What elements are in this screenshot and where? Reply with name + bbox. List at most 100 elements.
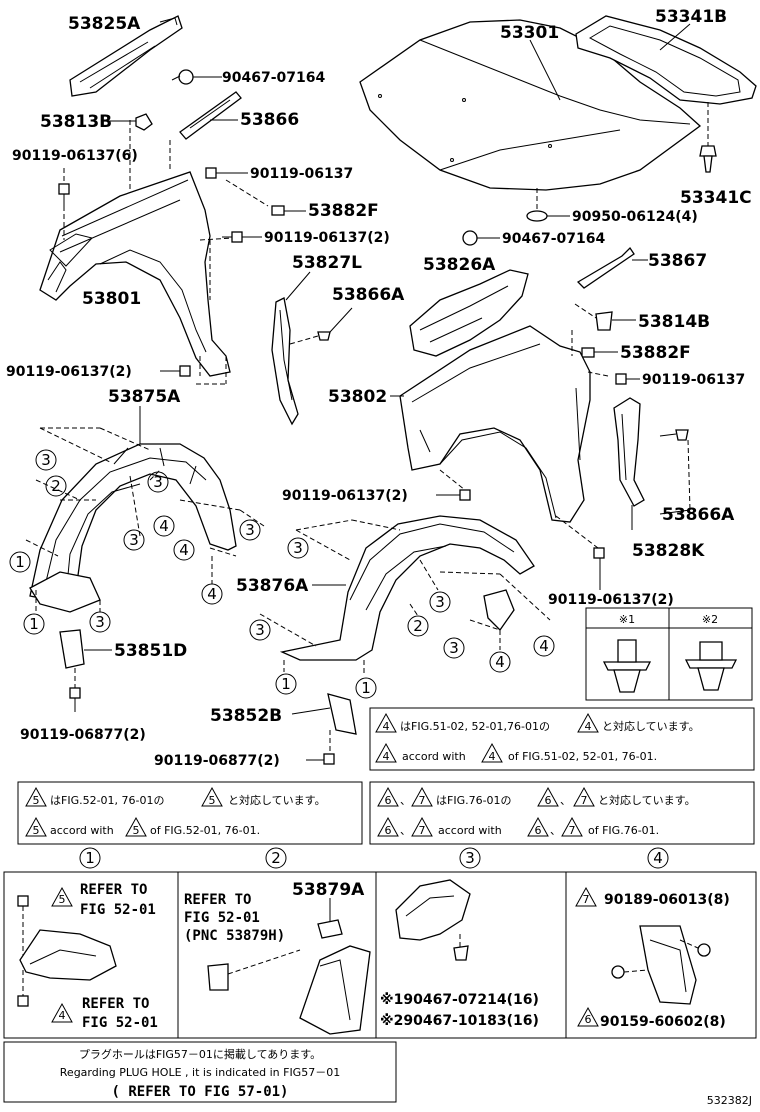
fender-53802-drawing [399,325,591,523]
label-90119-06877-2a: 90119-06877(2) [20,727,146,743]
detail2-refer: REFER TO [184,892,251,908]
svg-text:5: 5 [59,893,66,906]
svg-text:4: 4 [489,750,496,763]
label-53825A: 53825A [68,14,141,34]
callout-4: 4 [539,637,549,655]
clip-legend-h1: ※1 [619,613,635,626]
svg-text:7: 7 [581,794,588,807]
clip-53814B-icon [595,311,613,331]
pad-53882F-b-icon [581,347,595,358]
callout-4: 4 [207,585,217,603]
note67-jp-b: と対応しています。 [598,793,696,807]
label-90119-06137-b: 90119-06137 [642,372,745,388]
svg-text:6: 6 [385,824,392,837]
note-box-4: 4 はFIG.51-02, 52-01,76-01の 4 と対応しています。 4… [369,707,755,771]
hood-53301-drawing [359,19,702,191]
cover-53852B-icon [327,693,357,735]
svg-text:7: 7 [569,824,576,837]
callout-3: 3 [245,521,255,539]
bracket-53828K-drawing [613,397,645,507]
svg-text:4: 4 [383,720,390,733]
svg-text:6: 6 [535,824,542,837]
note4-jp-a: はFIG.51-02, 52-01,76-01の [400,720,550,733]
callout-1: 1 [361,679,371,697]
label-53802: 53802 [328,387,387,407]
note-box-67: 6 、 7 はFIG.76-01の 6 、 7 と対応しています。 6 、 7 … [369,781,755,845]
plug-ref: ( REFER TO FIG 57-01) [111,1084,288,1100]
svg-text:4: 4 [585,720,592,733]
label-90467-07164-top: 90467-07164 [222,70,325,86]
detail-1: 5 REFER TO FIG 52-01 4 REFER TO FIG 52-0… [17,882,158,1031]
label-53814B: 53814B [638,312,710,332]
label-53882F-b: 53882F [620,343,691,363]
label-90119-06137-6: 90119-06137(6) [12,148,138,164]
detail-2: REFER TO FIG 52-01 (PNC 53879H) 53879A [184,880,371,1035]
svg-text:1: 1 [85,849,95,867]
bolt-90119-06137-b-icon [615,373,627,385]
label-53875A: 53875A [108,387,181,407]
svg-text:、: 、 [400,824,411,837]
detail-4: 7 90189-06013(8) 6 90159-60602(8) [575,886,730,1030]
label-53813B: 53813B [40,112,112,132]
svg-text:6: 6 [545,794,552,807]
bolt-90119-06137-2b-icon [179,365,191,377]
pad-53882F-a-icon [271,205,285,216]
callout-3: 3 [95,613,105,631]
label-53341C: 53341C [680,188,752,208]
plug-jp: プラグホールはFIG57－01に掲載してあります。 [79,1047,321,1061]
label-90467-07164-mid: 90467-07164 [502,231,605,247]
detail-frame [3,871,757,1039]
strip-53867-icon [576,246,635,289]
svg-text:5: 5 [133,824,140,837]
note67-en-b: of FIG.76-01. [588,824,659,837]
bolt-90119-06137-2a-icon [222,231,243,243]
callout-1: 1 [281,675,291,693]
note67-jp-a: はFIG.76-01の [436,794,512,807]
label-53866A-b: 53866A [662,505,735,525]
svg-text:4: 4 [59,1009,66,1022]
figure-id: 532382J [707,1094,752,1107]
clip-type-2-icon [684,641,738,691]
label-53341B: 53341B [655,7,727,27]
clip-53813B-icon [135,113,153,131]
svg-text:6: 6 [585,1013,592,1026]
detail2-fig: FIG 52-01 [184,910,260,926]
detail3-part-2: ※290467-10183(16) [380,1013,539,1029]
label-90119-06137-2a: 90119-06137(2) [264,230,390,246]
label-90119-06137-2b: 90119-06137(2) [6,364,132,380]
plug-en: Regarding PLUG HOLE , it is indicated in… [60,1066,340,1079]
label-53866A-a: 53866A [332,285,405,305]
detail1-fig-a: FIG 52-01 [80,902,156,918]
svg-text:7: 7 [583,893,590,906]
callout-4: 4 [495,653,505,671]
plug-90950-icon [526,210,548,222]
label-53866: 53866 [240,110,299,130]
label-90950-06124-4: 90950-06124(4) [572,209,698,225]
note-box-5: 5 はFIG.52-01, 76-01の 5 と対応しています。 5 accor… [17,781,363,845]
callout-3: 3 [41,451,51,469]
fender-53801-drawing [39,171,231,377]
bolt-90119-06137-2d-icon [593,547,605,559]
svg-text:6: 6 [385,794,392,807]
bracket-53826A-drawing [409,269,529,357]
callout-4: 4 [179,541,189,559]
brace-53827L-drawing [271,297,299,426]
label-53876A: 53876A [236,576,309,596]
cover-53851D-icon [59,629,85,669]
clip-legend-table: ※1 ※2 [585,607,753,701]
detail-3: ※190467-07214(16) ※290467-10183(16) [380,879,539,1029]
callout-3: 3 [293,539,303,557]
label-90119-06877-2b: 90119-06877(2) [154,753,280,769]
label-53301: 53301 [500,23,559,43]
detail1-refer-b: REFER TO [82,996,149,1012]
svg-text:4: 4 [653,849,663,867]
note67-en-a: accord with [438,824,502,837]
clip-legend-h2: ※2 [702,613,718,626]
detail1-refer-a: REFER TO [80,882,147,898]
svg-text:3: 3 [465,849,475,867]
bolt-90467-07164-icon [171,69,194,85]
bolt-90119-06877-a-icon [69,687,81,712]
callout-1: 1 [29,615,39,633]
callout-3: 3 [129,531,139,549]
label-53882F-a: 53882F [308,201,379,221]
